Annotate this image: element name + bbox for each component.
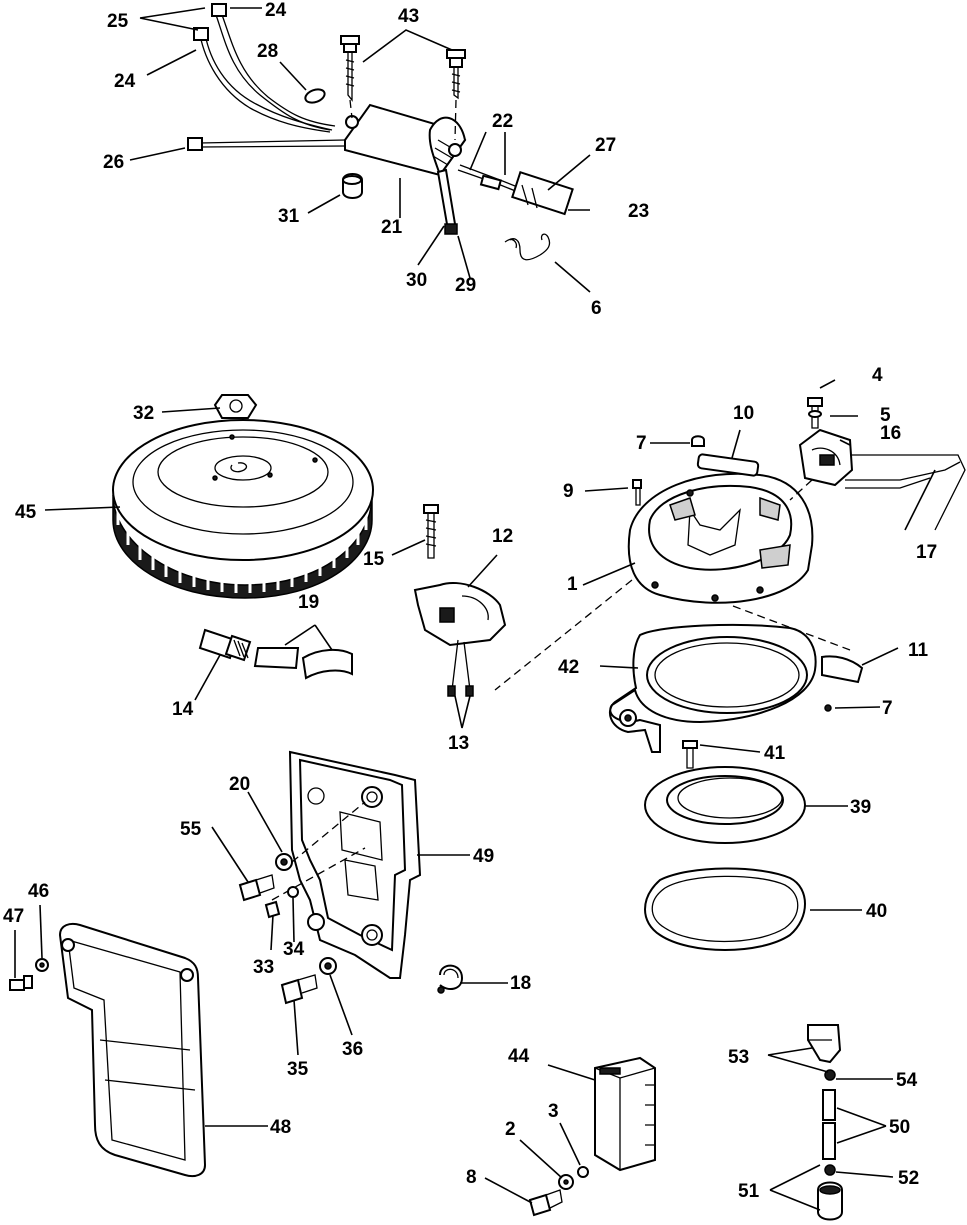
callout-14: 14 bbox=[172, 699, 194, 720]
callout-33: 33 bbox=[253, 957, 274, 978]
callout-10: 10 bbox=[733, 403, 754, 424]
callout-17: 17 bbox=[916, 542, 937, 563]
callout-49: 49 bbox=[473, 846, 494, 867]
callout-16: 16 bbox=[880, 423, 901, 444]
callout-31: 31 bbox=[278, 206, 300, 227]
power-pack-module bbox=[413, 504, 507, 697]
callout-50: 50 bbox=[889, 1117, 910, 1138]
callout-8: 8 bbox=[466, 1167, 477, 1188]
ignition-coil-assembly bbox=[187, 3, 574, 261]
mounting-bracket bbox=[271, 750, 422, 979]
callout-54: 54 bbox=[896, 1070, 918, 1091]
callout-40: 40 bbox=[866, 901, 887, 922]
callout-11: 11 bbox=[908, 640, 929, 661]
callout-36: 36 bbox=[342, 1039, 363, 1060]
callout-7-bottom: 7 bbox=[882, 698, 893, 719]
callout-4: 4 bbox=[872, 365, 883, 386]
callout-21: 21 bbox=[381, 217, 403, 238]
spark-plug-boot bbox=[511, 171, 574, 216]
callout-41: 41 bbox=[764, 743, 786, 764]
callout-42: 42 bbox=[558, 657, 579, 678]
flywheel-nut bbox=[213, 394, 258, 419]
boot-19-right bbox=[301, 648, 353, 680]
callout-9: 9 bbox=[563, 481, 574, 502]
callout-7-top: 7 bbox=[636, 433, 647, 454]
terminal-24-left bbox=[193, 27, 209, 41]
bracket-11 bbox=[821, 655, 864, 684]
clamp bbox=[437, 964, 464, 994]
callout-26: 26 bbox=[103, 152, 124, 173]
bracket-fasteners bbox=[238, 853, 337, 1005]
lead-set bbox=[807, 1024, 843, 1221]
callout-25: 25 bbox=[107, 11, 129, 32]
callout-3: 3 bbox=[548, 1101, 559, 1122]
callout-53: 53 bbox=[728, 1047, 749, 1068]
callout-44: 44 bbox=[508, 1046, 530, 1067]
retaining-ring-40 bbox=[644, 867, 806, 951]
callout-12: 12 bbox=[492, 526, 513, 547]
callout-18: 18 bbox=[510, 973, 531, 994]
callout-52: 52 bbox=[898, 1168, 919, 1189]
callout-24-top: 24 bbox=[265, 0, 287, 21]
boot-19-left bbox=[253, 647, 300, 670]
callout-5: 5 bbox=[880, 405, 891, 426]
wire-clip bbox=[504, 233, 551, 261]
callout-48: 48 bbox=[270, 1117, 291, 1138]
callout-45: 45 bbox=[15, 502, 37, 523]
callout-46: 46 bbox=[28, 881, 49, 902]
callout-13: 13 bbox=[448, 733, 469, 754]
callout-19: 19 bbox=[298, 592, 319, 613]
callout-24-left: 24 bbox=[114, 71, 136, 92]
callout-2: 2 bbox=[505, 1119, 516, 1140]
callout-1: 1 bbox=[567, 574, 578, 595]
callout-55: 55 bbox=[180, 819, 202, 840]
timer-base-assembly bbox=[494, 579, 864, 951]
wire-clip-ring bbox=[304, 88, 326, 104]
callout-32: 32 bbox=[133, 403, 154, 424]
callout-15: 15 bbox=[363, 549, 385, 570]
callout-6: 6 bbox=[591, 298, 602, 319]
rectifier bbox=[528, 1056, 656, 1217]
callout-39: 39 bbox=[850, 797, 871, 818]
callout-27: 27 bbox=[595, 135, 616, 156]
plate-10 bbox=[696, 453, 760, 477]
terminal-26 bbox=[187, 137, 203, 151]
callout-34: 34 bbox=[283, 939, 305, 960]
plug-lead-parts bbox=[198, 628, 353, 680]
callout-47: 47 bbox=[3, 906, 24, 927]
stator-plate bbox=[627, 397, 966, 604]
terminal-24-top bbox=[211, 3, 227, 17]
callout-43: 43 bbox=[398, 6, 419, 27]
callout-30: 30 bbox=[406, 270, 427, 291]
callout-29: 29 bbox=[455, 275, 476, 296]
callout-numbers: 25 24 24 28 43 26 22 27 23 31 21 30 29 6… bbox=[3, 0, 937, 1202]
callout-51: 51 bbox=[738, 1181, 760, 1202]
cover-plate bbox=[9, 922, 207, 1178]
flywheel bbox=[112, 394, 374, 599]
leader-lines bbox=[14, 7, 936, 1211]
coil-lead bbox=[436, 168, 458, 231]
callout-23: 23 bbox=[628, 201, 649, 222]
callout-22: 22 bbox=[492, 111, 513, 132]
callout-35: 35 bbox=[287, 1059, 309, 1080]
callout-28: 28 bbox=[257, 41, 278, 62]
callout-20: 20 bbox=[229, 774, 250, 795]
